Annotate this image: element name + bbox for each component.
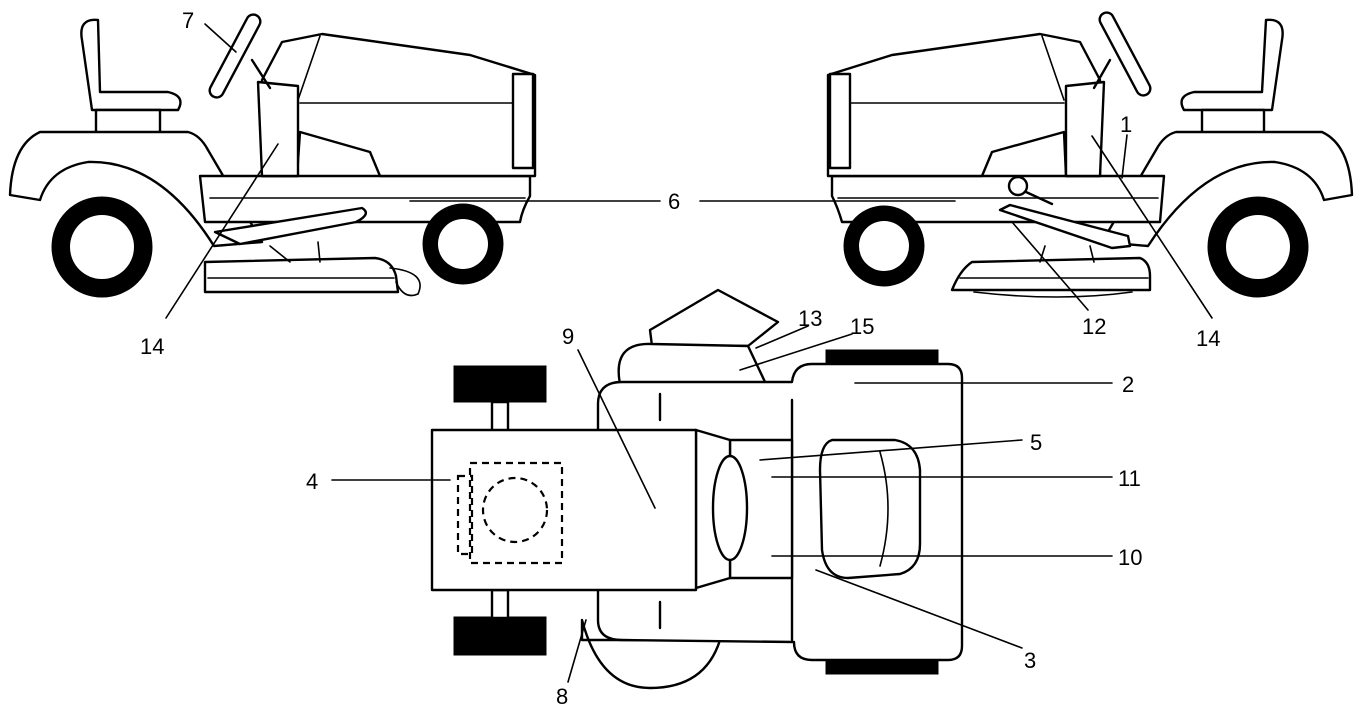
seat-left	[80, 18, 182, 112]
hood-left	[260, 32, 537, 178]
hood-top	[818, 438, 922, 580]
callout-14-right: 14	[1196, 326, 1220, 351]
grille-right	[828, 72, 852, 170]
callout-1: 1	[1120, 112, 1132, 137]
seat-base-right	[1200, 108, 1266, 136]
grille-left	[511, 72, 535, 170]
rear-fender-left	[8, 130, 264, 248]
callout-14-left: 14	[140, 334, 164, 359]
deck-left	[203, 256, 400, 294]
discharge-chute	[648, 288, 780, 348]
callout-2: 2	[1122, 372, 1134, 397]
seat-circle-dashed	[481, 476, 549, 544]
mower-left-side-view	[8, 13, 537, 298]
callout-13: 13	[798, 306, 822, 331]
callout-5: 5	[1030, 430, 1042, 455]
rear-fender-right	[1100, 130, 1354, 248]
callout-10: 10	[1118, 545, 1142, 570]
deck-side-housing	[617, 342, 768, 386]
callout-4: 4	[306, 469, 318, 494]
callout-9: 9	[562, 324, 574, 349]
callout-8: 8	[556, 684, 568, 709]
callout-3: 3	[1024, 648, 1036, 673]
callout-7: 7	[182, 8, 194, 33]
top-rear-wheel-upper	[453, 365, 547, 403]
steering-wheel-left	[208, 13, 262, 99]
callout-labels: 7 1 6 14 14 12 13 15 9 2 5 11 4 10 3 8	[140, 8, 1220, 709]
seat-right	[1180, 18, 1284, 112]
callout-6: 6	[668, 189, 680, 214]
ignition-key	[1007, 175, 1029, 197]
steering-column-cap	[711, 454, 749, 562]
leader-lines	[165, 23, 1213, 683]
steering-wheel-right	[1098, 11, 1152, 97]
deck-right	[950, 256, 1152, 292]
top-rear-wheel-lower	[453, 616, 547, 656]
deck-dome	[580, 618, 722, 690]
callout-15: 15	[850, 314, 874, 339]
hood-right	[826, 32, 1102, 178]
callout-11: 11	[1118, 466, 1141, 491]
seat-base-left	[94, 108, 162, 136]
callout-12: 12	[1082, 314, 1106, 339]
mower-top-view	[430, 288, 964, 690]
mower-right-side-view	[826, 11, 1354, 298]
